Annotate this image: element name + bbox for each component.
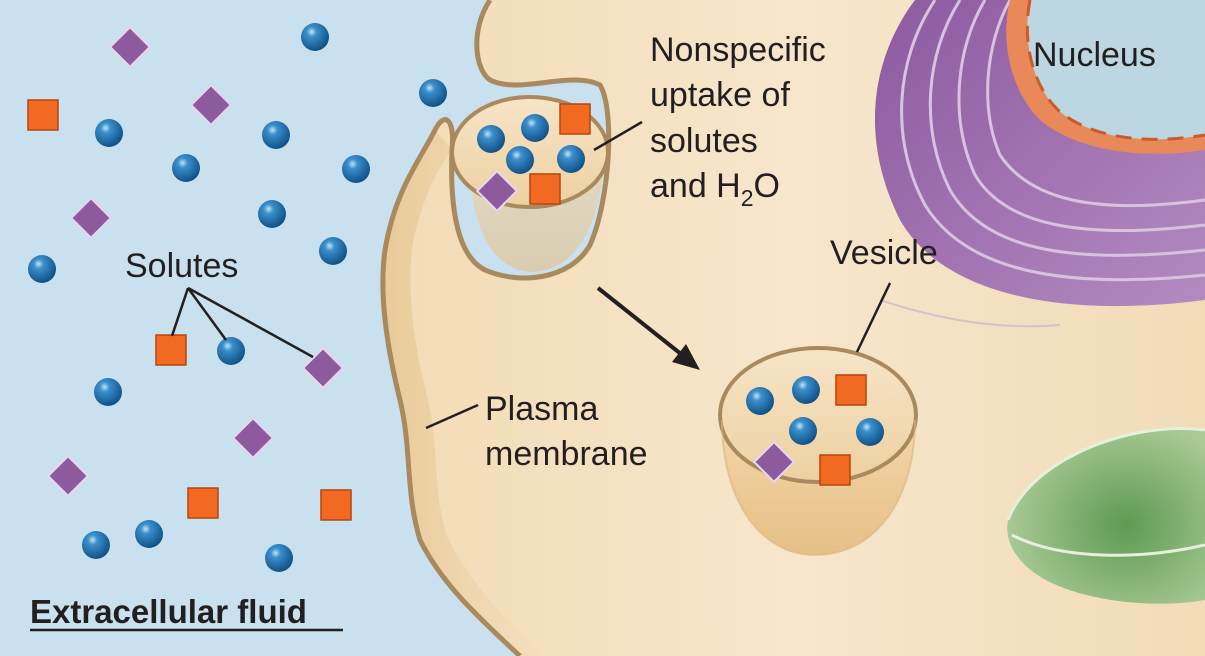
diamond-icon xyxy=(108,25,152,69)
square-icon xyxy=(835,374,867,406)
square-icon xyxy=(155,334,187,366)
uptake-label-line1: Nonspecific xyxy=(650,31,826,69)
sphere-icon xyxy=(477,125,505,153)
sphere-icon xyxy=(28,255,56,283)
diamond-icon xyxy=(752,440,796,484)
sphere-icon xyxy=(94,378,122,406)
sphere-icon xyxy=(792,376,820,404)
nucleus xyxy=(1006,0,1205,154)
leader-lines xyxy=(170,120,892,430)
sphere-icon xyxy=(789,417,817,445)
solute-spheres xyxy=(28,23,884,572)
solutes-label: Solutes xyxy=(125,247,238,285)
diamond-icon xyxy=(301,346,345,390)
diamond-icon xyxy=(69,196,113,240)
sphere-icon xyxy=(301,23,329,51)
sphere-icon xyxy=(557,145,585,173)
extracellular-fluid-label: Extracellular fluid xyxy=(30,593,343,632)
square-icon xyxy=(529,173,561,205)
sphere-icon xyxy=(506,146,534,174)
plasma-label-line2: membrane xyxy=(485,435,648,473)
uptake-label: Nonspecific uptake of solutes and H2O xyxy=(650,31,826,211)
sphere-icon xyxy=(258,200,286,228)
sphere-icon xyxy=(521,114,549,142)
green-organelle xyxy=(1006,427,1205,604)
sphere-icon xyxy=(342,155,370,183)
transport-arrow xyxy=(596,286,700,370)
plasma-membrane-band xyxy=(382,130,545,656)
plasma-membrane-label: Plasma membrane xyxy=(485,390,648,473)
sphere-icon xyxy=(265,544,293,572)
square-icon xyxy=(187,487,219,519)
vesicle-label: Vesicle xyxy=(830,234,938,272)
square-icon xyxy=(27,99,59,131)
plasma-label-line1: Plasma xyxy=(485,390,598,428)
sphere-icon xyxy=(95,119,123,147)
sphere-icon xyxy=(746,387,774,415)
sphere-icon xyxy=(135,520,163,548)
square-icon xyxy=(559,103,591,135)
sphere-icon xyxy=(217,337,245,365)
uptake-label-line3: solutes xyxy=(650,122,758,160)
diamond-icon xyxy=(189,83,233,127)
uptake-label-line2: uptake of xyxy=(650,76,790,114)
diamond-icon xyxy=(231,416,275,460)
sphere-icon xyxy=(262,121,290,149)
sphere-icon xyxy=(172,154,200,182)
extracellular-fluid-text: Extracellular fluid xyxy=(30,593,307,630)
sphere-icon xyxy=(319,237,347,265)
sphere-icon xyxy=(856,418,884,446)
nucleus-label: Nucleus xyxy=(1033,36,1156,74)
square-icon xyxy=(320,489,352,521)
square-icon xyxy=(819,454,851,486)
uptake-label-line4: and H2O xyxy=(650,167,780,211)
sphere-icon xyxy=(82,531,110,559)
solute-squares xyxy=(27,99,867,521)
sphere-icon xyxy=(419,79,447,107)
diamond-icon xyxy=(475,169,519,213)
diamond-icon xyxy=(46,454,90,498)
solute-diamonds xyxy=(46,25,796,498)
